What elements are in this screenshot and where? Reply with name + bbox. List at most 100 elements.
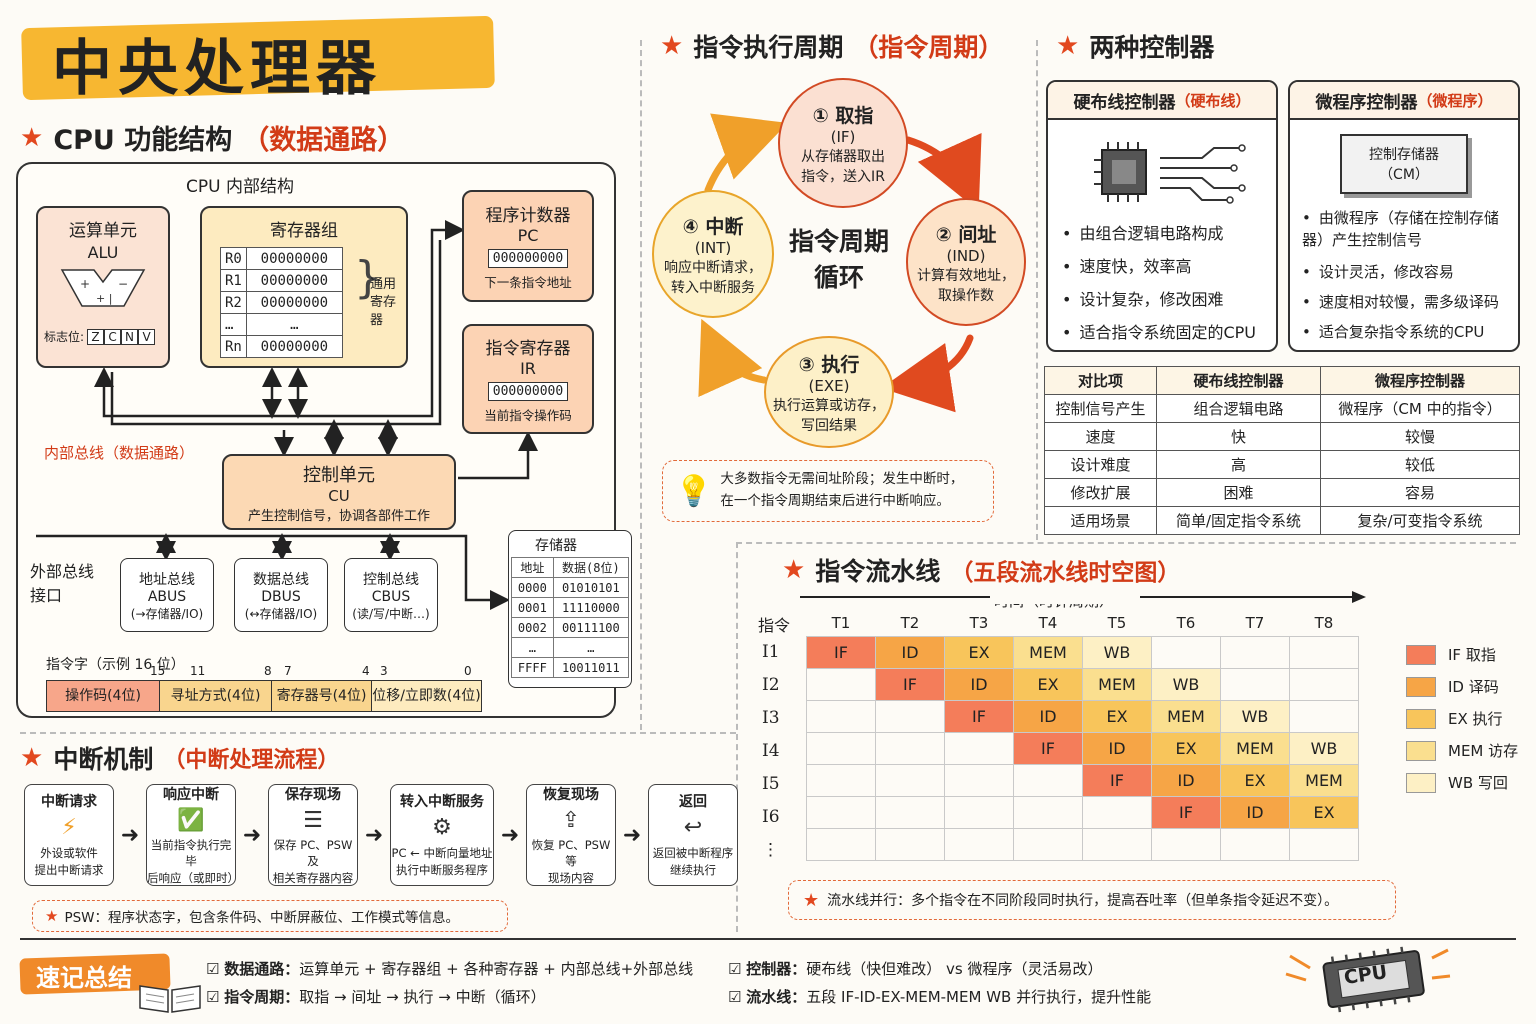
interrupt-step: 恢复现场⇪恢复 PC、PSW 等现场内容 [526,784,616,886]
pipeline-empty-cell [1289,635,1359,669]
pipeline-empty-cell [875,763,945,797]
cycle-stage-fetch: ① 取指 (IF) 从存储器取出 指令，送入IR [778,78,908,208]
cycle-stage-indirect: ② 间址 (IND) 计算有效地址， 取操作数 [906,198,1026,326]
time-header: T5 [1107,613,1127,632]
summary-item: ☑ 数据通路：运算单元 + 寄存器组 + 各种寄存器 + 内部总线+外部总线 [206,960,694,978]
pipeline-stage-cell: EX [1289,795,1359,829]
pipeline-stage-cell: WB [1151,667,1221,701]
return-icon: ↩ [683,815,703,841]
ir-title: 指令寄存器 [485,339,571,359]
lightning-icon: ⚡ [61,815,77,841]
divider [736,542,738,932]
summary-item: ☑ 控制器：硬布线（快但难改） vs 微程序（灵活易改） [728,960,1103,978]
pipeline-stage-cell: IF [875,667,945,701]
brace-icon: } [354,252,382,303]
pipeline-empty-cell [1082,827,1152,861]
pipeline-stage-cell: ID [1082,731,1152,765]
pipeline-empty-cell [1220,635,1290,669]
interrupt-section-title: ★ 中断机制 （中断处理流程） [20,743,340,774]
psw-note: ★ PSW：程序状态字，包含条件码、中断屏蔽位、工作模式等信息。 [32,900,508,932]
pc-value: 000000000 [487,249,569,268]
memory-title: 存储器 [535,538,577,554]
alu-title: 运算单元 [69,221,137,241]
pipeline-stage-cell: IF [806,635,876,669]
instruction-word-label: 指令字（示例 16 位） [46,657,185,673]
gear-icon: ⚙ [432,815,452,841]
svg-text:+ |: + | [96,292,112,305]
pipeline-row-label: I2 [762,675,780,695]
pipeline-empty-cell [806,827,876,861]
star-icon: ★ [782,555,806,585]
cycle-note: 💡 大多数指令无需间址阶段；发生中断时， 在一个指令周期结束后进行中断响应。 [662,460,994,522]
cu-desc: 产生控制信号，协调各部件工作 [247,508,430,524]
pipeline-legend: IF 取指 ID 译码 EX 执行 MEM 访存 WB 写回 [1406,644,1518,793]
table-row: T1 T2 T3 T4 T5 T6 T7 T8 [807,610,1359,636]
pipeline-empty-cell [1151,827,1221,861]
cycle-arrows [698,113,982,413]
program-counter-box: 程序计数器 PC 000000000 下一条指令地址 [462,190,594,302]
pipeline-note: ★ 流水线并行：多个指令在不同阶段同时执行，提高吞吐率（但单条指令延迟不变）。 [788,880,1396,920]
pipeline-empty-cell [806,699,876,733]
pipeline-stage-cell: ID [1013,699,1083,733]
svg-text:+: + [80,277,90,291]
register-file-title: 寄存器组 [270,221,338,241]
pipeline-stage-cell: WB [1289,731,1359,765]
pipeline-empty-cell [944,731,1014,765]
flag-cell: N [121,328,139,345]
alu-name: ALU [87,243,119,262]
lightbulb-icon: 💡 [675,473,713,509]
page-title: 中央处理器 [52,34,382,104]
pipeline-empty-cell [944,827,1014,861]
arrow-right-icon: ➜ [242,822,262,848]
upload-icon: ⇪ [561,807,581,833]
pipeline-stage-cell: ID [1151,763,1221,797]
opcode-field: 操作码(4位) [46,680,160,712]
checkbox-icon: ☑ [728,988,742,1006]
bit-index: 4 [362,664,370,678]
interrupt-step-title: 转入中断服务 [400,794,484,811]
pipeline-empty-cell [1013,827,1083,861]
interrupt-step-title: 响应中断 [163,786,219,803]
pipeline-empty-cell [1151,635,1221,669]
pipeline-section-title: ★ 指令流水线 （五段流水线时空图） [782,555,1181,586]
pipeline-stage-cell: MEM [1151,699,1221,733]
pipeline-empty-cell [1289,667,1359,701]
arrow-right-icon: ➜ [622,822,642,848]
cpu-chip-icon: CPU [1282,944,1452,1016]
control-store-icon: 控制存储器 （CM） [1340,134,1468,194]
pipeline-row-label: I4 [762,741,780,761]
pipeline-row-label: ⋮ [762,840,779,860]
hardwired-controller-card: 硬布线控制器 （硬布线） 由组合逻辑电路构成 速度快，效率高 设计复杂，修改困难… [1046,80,1278,352]
check-circle-icon: ✅ [177,807,205,833]
cycle-stage-execute: ③ 执行 (EXE) 执行运算或访存， 写回结果 [764,336,894,448]
pipeline-row-label: I3 [762,708,780,728]
pipeline-row-header: 指令 [758,616,791,635]
pipeline-stage-cell: EX [1220,763,1290,797]
pipeline-empty-cell [1289,699,1359,733]
time-header: T6 [1176,613,1196,632]
interrupt-step-title: 恢复现场 [543,786,599,803]
table-row: 速度快较慢 [1044,422,1520,451]
cpu-section-title: ★ CPU 功能结构 （数据通路） [20,122,405,157]
cycle-center-label: 指令周期 循环 [788,227,889,292]
pipeline-stage-cell: EX [1151,731,1221,765]
interrupt-step: 转入中断服务⚙PC ← 中断向量地址执行中断服务程序 [390,784,494,886]
interrupt-step: 返回↩返回被中断程序继续执行 [648,784,738,886]
bit-index: 3 [380,664,388,678]
arrow-right-icon: ➜ [500,822,520,848]
pc-title: 程序计数器 [485,206,571,226]
pipeline-empty-cell [944,763,1014,797]
pc-desc: 下一条指令地址 [484,275,572,290]
pipeline-stage-cell: EX [1082,699,1152,733]
checkbox-icon: ☑ [206,960,220,978]
